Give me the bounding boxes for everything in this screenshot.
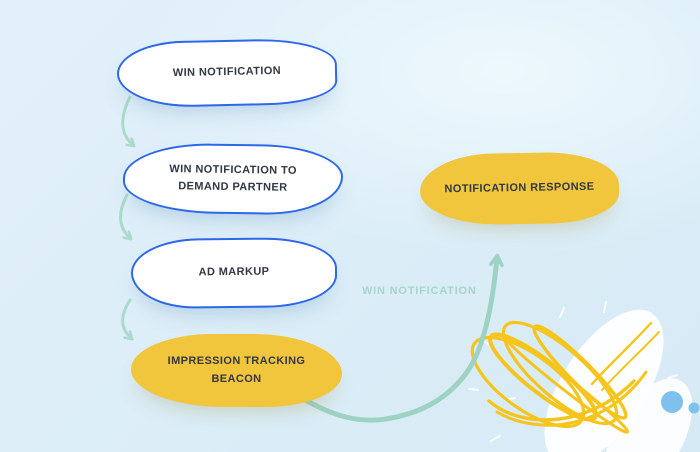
node-win-notification-to-demand-partner: WIN NOTIFICATION TO DEMAND PARTNER [122, 142, 344, 216]
node-ad-markup: AD MARKUP [130, 236, 338, 310]
node-label: NOTIFICATION RESPONSE [444, 180, 595, 196]
flow-arrow-2-icon [119, 193, 133, 241]
sparkle-decoration [468, 301, 678, 442]
edge-label-win-notification: WIN NOTIFICATION [362, 285, 477, 297]
node-label: WIN NOTIFICATION [172, 65, 282, 80]
node-label: AD MARKUP [198, 266, 270, 279]
accent-circles [661, 391, 700, 414]
node-impression-tracking-beacon: IMPRESSION TRACKING BEACON [131, 334, 342, 407]
flow-arrow-3-icon [121, 298, 134, 341]
node-label: WIN NOTIFICATION TO DEMAND PARTNER [169, 163, 297, 194]
leaf-decoration [544, 309, 693, 452]
scribble-decoration [470, 320, 660, 434]
flow-arrow-1-icon [121, 95, 136, 148]
node-label: IMPRESSION TRACKING BEACON [167, 355, 306, 385]
node-notification-response: NOTIFICATION RESPONSE [419, 151, 620, 226]
node-win-notification: WIN NOTIFICATION [116, 37, 338, 109]
